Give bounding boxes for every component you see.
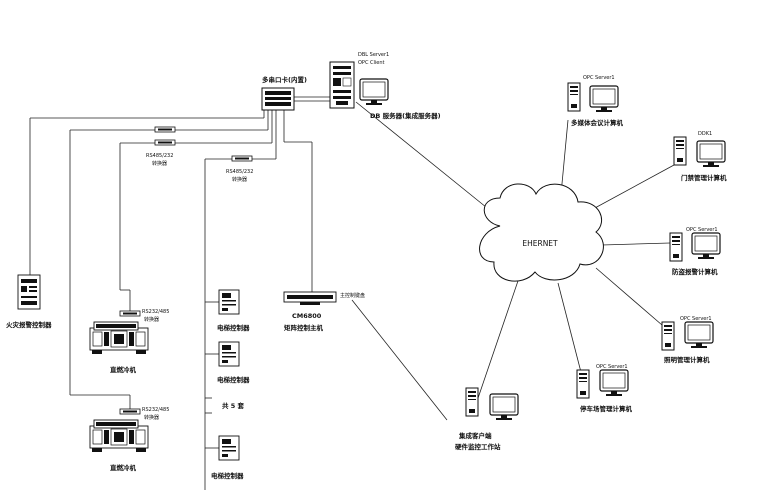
fire-alarm-controller: 火灾报警控制器 — [6, 274, 52, 329]
chiller1-conv-label-2: 转换器 — [144, 316, 159, 323]
server-caption: DB 服务器(集成服务器) — [370, 111, 441, 120]
converter2-label-1: RS485/232 — [226, 169, 253, 175]
chiller1-conv-label-1: RS232/485 — [142, 309, 169, 315]
chiller2-label: 直燃冷机 — [110, 463, 137, 472]
ws1-tag: OPC Server1 — [583, 75, 615, 81]
chiller-2: RS232/485 转换器 直燃冷机 — [89, 407, 169, 472]
elevator-controller-1: 电梯控制器 — [217, 289, 250, 332]
serial-card-label: 多串口卡(内置) — [262, 75, 307, 84]
fire-alarm-label: 火灾报警控制器 — [6, 320, 52, 329]
elevator1-label: 电梯控制器 — [217, 323, 250, 332]
matrix-model: CM6800 — [292, 312, 322, 320]
chiller2-conv-label-1: RS232/485 — [142, 407, 169, 413]
elevator-controller-2: 电梯控制器 — [217, 341, 250, 384]
ws3-tag: OPC Server1 — [686, 227, 718, 233]
workstation-multimedia: OPC Server1 多媒体会议计算机 — [567, 75, 624, 127]
serial-card: 多串口卡(内置) — [261, 75, 307, 111]
workstation-access: DDK1 门禁管理计算机 — [673, 131, 727, 182]
ws6-label-2: 硬件监控工作站 — [455, 442, 501, 451]
converter1-label-1: RS485/232 — [146, 153, 173, 159]
ws2-label: 门禁管理计算机 — [681, 173, 727, 182]
elevator-controller-3: 电梯控制器 — [211, 435, 244, 480]
ws6-label: 集成客户端 — [458, 431, 492, 440]
chiller2-conv-label-2: 转换器 — [144, 414, 159, 421]
matrix-controller: 主控制键盘 CM6800 矩阵控制主机 — [283, 291, 365, 332]
workstation-lighting: OPC Server1 照明管理计算机 — [661, 316, 714, 364]
matrix-label: 矩阵控制主机 — [283, 323, 324, 332]
converter2-label-2: 转换器 — [232, 176, 247, 183]
elevator-count-label: 共 5 套 — [222, 401, 245, 410]
ws5-label: 停车场管理计算机 — [580, 404, 633, 413]
db-server: DBL Server1 OPC Client DB 服务器(集成服务器) — [329, 52, 441, 120]
ethernet-label: EHERNET — [522, 239, 558, 248]
chiller-1: RS232/485 转换器 直燃冷机 — [89, 309, 169, 374]
ws4-tag: OPC Server1 — [680, 316, 712, 322]
chiller1-label: 直燃冷机 — [110, 365, 137, 374]
workstation-alarm: OPC Server1 防盗报警计算机 — [669, 227, 721, 276]
rs485-converter-1: RS485/232 转换器 — [146, 126, 176, 167]
rs485-converter-2: RS485/232 转换器 — [226, 155, 253, 183]
connection-lines — [29, 96, 675, 490]
workstation-parking: OPC Server1 停车场管理计算机 — [576, 364, 633, 413]
server-client: OPC Client — [358, 60, 385, 66]
ethernet-cloud: EHERNET — [479, 183, 604, 282]
server-name: DBL Server1 — [358, 52, 389, 58]
converter1-label-2: 转换器 — [152, 160, 167, 167]
ws5-tag: OPC Server1 — [596, 364, 628, 370]
ws2-tag: DDK1 — [698, 131, 712, 137]
elevator2-label: 电梯控制器 — [217, 375, 250, 384]
ws4-label: 照明管理计算机 — [664, 355, 710, 364]
ws1-label: 多媒体会议计算机 — [571, 118, 624, 127]
workstation-integration: 集成客户端 硬件监控工作站 — [455, 387, 519, 451]
ws3-label: 防盗报警计算机 — [672, 267, 718, 276]
elevator3-label: 电梯控制器 — [211, 471, 244, 480]
matrix-tag: 主控制键盘 — [340, 292, 365, 299]
